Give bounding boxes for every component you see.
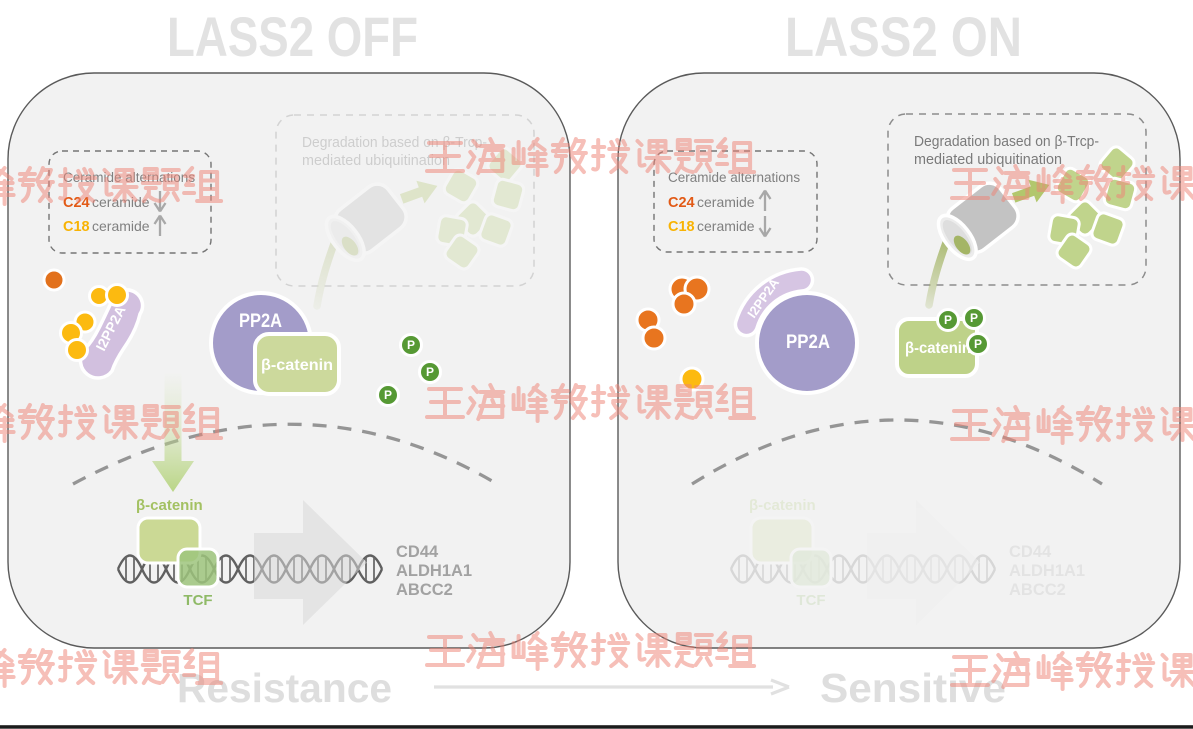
svg-text:β-catenin: β-catenin	[905, 340, 971, 357]
svg-text:LASS2 OFF: LASS2 OFF	[167, 5, 418, 68]
svg-text:C18: C18	[668, 219, 695, 235]
svg-text:Ceramide alternations: Ceramide alternations	[668, 170, 800, 185]
svg-text:PP2A: PP2A	[239, 311, 282, 332]
svg-text:ceramide: ceramide	[92, 218, 150, 234]
svg-text:Sensitive: Sensitive	[820, 665, 1006, 711]
svg-text:C24: C24	[668, 195, 695, 211]
svg-text:ceramide: ceramide	[697, 194, 755, 210]
svg-text:β-catenin: β-catenin	[261, 357, 333, 374]
svg-text:ceramide: ceramide	[697, 218, 755, 234]
svg-text:PP2A: PP2A	[786, 332, 830, 353]
svg-text:C18: C18	[63, 219, 90, 235]
svg-text:LASS2 ON: LASS2 ON	[785, 5, 1022, 68]
svg-text:ceramide: ceramide	[92, 194, 150, 210]
